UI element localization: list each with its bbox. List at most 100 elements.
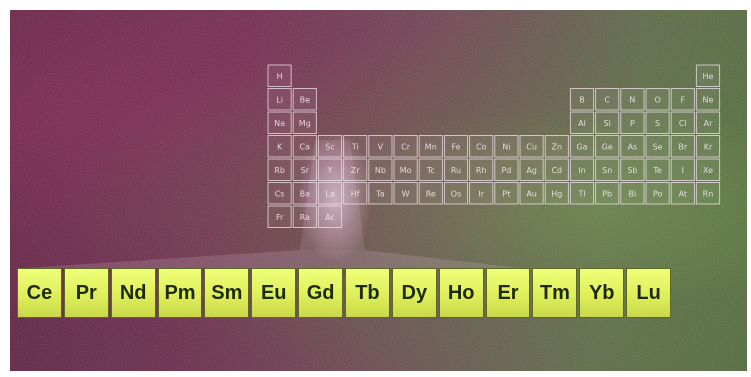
element-cell-tl: Tl [569,182,595,205]
element-cell-ar: Ar [695,111,721,134]
svg-text:Os: Os [451,189,461,198]
lanthanide-tile-dy: Dy [391,268,437,318]
svg-text:Cu: Cu [526,142,537,151]
element-cell-ag: Ag [519,158,544,181]
svg-text:F: F [680,95,685,104]
glow-column [300,135,370,260]
element-cell-in: In [569,158,595,181]
lanthanide-tile-gd: Gd [298,268,344,318]
element-cell-pb: Pb [595,182,620,205]
svg-text:Sn: Sn [602,166,612,175]
element-cell-cu: Cu [519,135,544,158]
element-cell-sb: Sb [620,158,645,181]
svg-text:Ir: Ir [478,189,484,198]
svg-text:Rn: Rn [703,189,714,198]
svg-text:Cl: Cl [679,119,687,128]
element-cell-ra: Ra [292,205,317,228]
element-cell-xe: Xe [695,158,721,181]
element-cell-cr: Cr [393,135,418,158]
lanthanide-tile-sm: Sm [204,268,250,318]
lanthanide-tile-lu: Lu [626,268,672,318]
element-cell-f: F [670,88,695,111]
element-cell-he: He [695,64,721,87]
element-cell-rb: Rb [267,158,292,181]
svg-text:Xe: Xe [703,166,713,175]
svg-text:Cd: Cd [551,166,562,175]
svg-text:Hf: Hf [351,189,360,198]
svg-text:Zr: Zr [351,166,360,175]
svg-text:Ru: Ru [451,166,461,175]
svg-text:Sb: Sb [627,166,637,175]
element-cell-mo: Mo [393,158,418,181]
svg-text:Tl: Tl [577,189,585,198]
element-cell-mg: Mg [292,111,317,134]
element-cell-pt: Pt [494,182,519,205]
svg-text:Pt: Pt [502,189,510,198]
svg-text:Ag: Ag [526,166,537,175]
element-cell-tc: Tc [418,158,443,181]
svg-text:Rh: Rh [476,166,487,175]
element-cell-ga: Ga [569,135,595,158]
svg-text:Fe: Fe [451,142,460,151]
svg-text:Cr: Cr [401,142,411,151]
svg-text:La: La [325,189,334,198]
element-cell-as: As [620,135,645,158]
svg-text:P: P [630,119,635,128]
element-cell-te: Te [645,158,670,181]
element-cell-os: Os [443,182,469,205]
lanthanide-tile-tm: Tm [532,268,578,318]
element-cell-be: Be [292,88,317,111]
element-cell-na: Na [267,111,292,134]
svg-text:Zn: Zn [552,142,563,151]
svg-text:Sc: Sc [325,142,334,151]
svg-text:Br: Br [678,142,687,151]
svg-text:Be: Be [300,95,310,104]
svg-text:Ti: Ti [351,142,359,151]
element-cell-nb: Nb [368,158,393,181]
element-cell-br: Br [670,135,695,158]
element-cell-co: Co [469,135,494,158]
svg-text:Na: Na [274,119,285,128]
element-cell-v: V [368,135,393,158]
element-cell-o: O [645,88,670,111]
element-cell-cd: Cd [544,158,569,181]
svg-text:In: In [578,166,585,175]
element-cell-re: Re [418,182,443,205]
element-cell-kr: Kr [695,135,721,158]
element-cell-ru: Ru [443,158,469,181]
lanthanide-tile-er: Er [485,268,531,318]
element-cell-ni: Ni [494,135,519,158]
svg-text:Pb: Pb [602,189,612,198]
svg-text:W: W [402,189,410,198]
svg-text:B: B [579,95,585,104]
svg-text:Ar: Ar [704,119,713,128]
svg-text:Y: Y [327,166,333,175]
element-cell-y: Y [317,158,343,181]
element-cell-ba: Ba [292,182,317,205]
svg-text:Tc: Tc [426,166,435,175]
lanthanide-tile-ho: Ho [438,268,484,318]
svg-text:C: C [604,95,610,104]
svg-text:Al: Al [578,119,586,128]
svg-text:Ni: Ni [502,142,510,151]
svg-text:S: S [655,119,660,128]
element-cell-c: C [595,88,620,111]
svg-text:Se: Se [653,142,663,151]
element-cell-sr: Sr [292,158,317,181]
element-cell-h: H [267,64,292,87]
element-cell-mn: Mn [418,135,443,158]
lanthanide-tile-nd: Nd [110,268,156,318]
svg-text:Ne: Ne [703,95,714,104]
element-cell-sn: Sn [595,158,620,181]
svg-text:Co: Co [476,142,487,151]
element-cell-li: Li [267,88,292,111]
svg-text:Nb: Nb [375,166,386,175]
svg-text:Ac: Ac [325,213,335,222]
svg-text:I: I [682,166,684,175]
svg-text:Cs: Cs [275,189,285,198]
element-cell-ir: Ir [469,182,494,205]
svg-text:Ba: Ba [300,189,310,198]
